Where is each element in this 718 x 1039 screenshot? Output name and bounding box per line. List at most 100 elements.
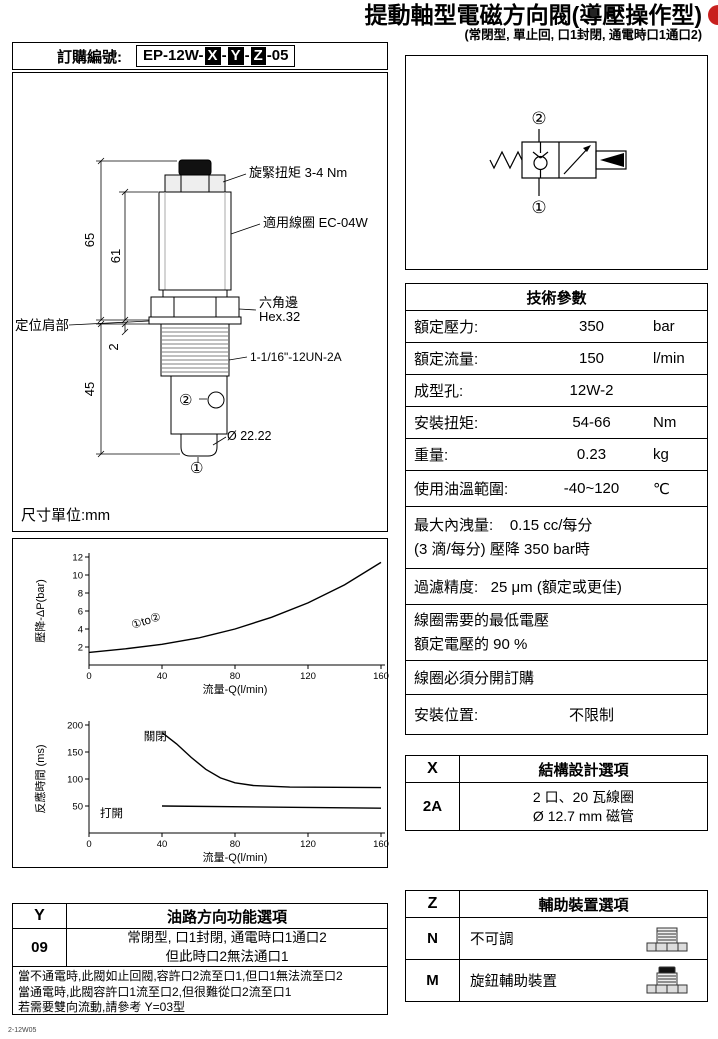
y-option-notes: 當不通電時,此閥如止回閥,容許口2流至口1,但口1無法流至口2 當通電時,此閥容… (13, 966, 387, 1018)
coil-label: 適用線圈 EC-04W (263, 215, 368, 230)
valve-dimension-drawing: 旋緊扭矩 3-4 Nm 適用線圈 EC-04W 六角邊 Hex.32 1-1/1… (15, 157, 368, 477)
hex-label-2: Hex.32 (259, 309, 300, 324)
diameter-label: Ø 22.22 (227, 429, 272, 443)
flow-function-options-table: Y 油路方向功能選項 09 常閉型, 口1封閉, 通電時口1通口2 但此時口2無… (12, 903, 388, 1015)
param-row: 成型孔: 12W-2 (406, 374, 707, 406)
param-row: 線圈需要的最低電壓 額定電壓的 90 % (406, 604, 707, 660)
dim-61: 61 (108, 249, 123, 263)
thread-label: 1-1/16"-12UN-2A (250, 350, 342, 364)
port2-marker: ② (179, 392, 192, 409)
symbol-port1: ① (531, 198, 546, 217)
param-row: 額定流量: 150 l/min (406, 342, 707, 374)
svg-text:80: 80 (230, 839, 241, 850)
param-row: 額定壓力: 350 bar (406, 310, 707, 342)
svg-text:120: 120 (300, 671, 316, 682)
x-option-row-key: 2A (406, 783, 460, 830)
svg-text:8: 8 (78, 589, 83, 600)
auxiliary-options-table: Z 輔助裝置選項 N 不可調 M 旋鈕輔助裝置 (405, 890, 708, 1002)
svg-text:160: 160 (373, 839, 389, 850)
svg-text:120: 120 (300, 839, 316, 850)
svg-text:壓降-ΔP(bar): 壓降-ΔP(bar) (33, 579, 47, 643)
title-block: 提動軸型電磁方向閥(導壓操作型) (常閉型, 單止回, 口1封閉, 通電時口1通… (365, 2, 702, 43)
x-option-row-line2: Ø 12.7 mm 磁管 (532, 807, 635, 824)
order-code-suffix: -05 (266, 47, 289, 64)
x-option-row: 2A 2 口、20 瓦線圈 Ø 12.7 mm 磁管 (406, 782, 707, 830)
y-option-header: 油路方向功能選項 (166, 908, 287, 926)
hex-label-1: 六角邊 (259, 295, 298, 310)
order-code-dash2: - (244, 47, 250, 64)
param-row: 線圈必須分開訂購 (406, 660, 707, 694)
svg-text:2: 2 (78, 643, 83, 654)
svg-text:12: 12 (72, 553, 83, 564)
fixed-adjustment-icon (646, 927, 688, 951)
hydraulic-symbol-box: ② ① (405, 55, 708, 270)
y-note-2: 當通電時,此閥容許口1流至口2,但很難從口2流至口1 (18, 984, 292, 999)
page-subtitle: (常閉型, 單止回, 口1封閉, 通電時口1通口2) (464, 28, 702, 43)
y-option-row: 09 常閉型, 口1封閉, 通電時口1通口2 但此時口2無法通口1 (13, 928, 387, 966)
dim-45: 45 (82, 382, 97, 396)
z-option-key: Z (406, 891, 460, 917)
svg-text:50: 50 (72, 802, 83, 813)
svg-text:0: 0 (86, 839, 91, 850)
port1-marker: ① (190, 460, 203, 477)
x-option-header: 結構設計選項 (538, 761, 629, 779)
svg-text:6: 6 (78, 607, 83, 618)
order-code-z: Z (250, 47, 266, 65)
symbol-port2: ② (531, 109, 546, 128)
order-code-prefix: EP-12W- (143, 47, 204, 64)
svg-text:80: 80 (230, 671, 241, 682)
dimension-unit-note: 尺寸單位:mm (21, 507, 111, 524)
brand-mark (708, 5, 718, 25)
svg-text:40: 40 (157, 839, 168, 850)
order-code-y: Y (227, 47, 244, 65)
z-option-row-m: M 旋鈕輔助裝置 (406, 959, 707, 1001)
x-option-row-line1: 2 口、20 瓦線圈 (532, 788, 635, 805)
svg-text:40: 40 (157, 671, 168, 682)
page-title: 提動軸型電磁方向閥(導壓操作型) (364, 2, 702, 28)
svg-text:反應時間 (ms): 反應時間 (ms) (33, 744, 47, 813)
order-code: EP-12W-X-Y-Z-05 (136, 45, 296, 67)
tech-params-table: 技術參數 額定壓力: 350 bar 額定流量: 150 l/min 成型孔: … (405, 283, 708, 735)
knob-adjustment-icon (646, 966, 688, 993)
svg-text:4: 4 (78, 625, 83, 636)
svg-text:200: 200 (67, 721, 83, 732)
svg-text:160: 160 (373, 671, 389, 682)
order-code-dash1: - (221, 47, 227, 64)
x-option-key: X (406, 756, 460, 782)
svg-text:10: 10 (72, 571, 83, 582)
order-label: 訂購編號: (57, 48, 122, 66)
param-row: 最大內洩量: 0.15 cc/每分 (3 滴/每分) 壓降 350 bar時 (406, 506, 707, 568)
param-row: 重量: 0.23 kg (406, 438, 707, 470)
hydraulic-symbol-diagram: ② ① (489, 109, 627, 217)
torque-label: 旋緊扭矩 3-4 Nm (249, 165, 347, 180)
param-row: 使用油溫範圍: -40~120 ℃ (406, 470, 707, 506)
svg-text:150: 150 (67, 748, 83, 759)
dim-65: 65 (82, 233, 97, 247)
z-option-header: 輔助裝置選項 (538, 896, 629, 914)
y-note-1: 當不通電時,此閥如止回閥,容許口2流至口1,但口1無法流至口2 (18, 969, 343, 983)
svg-text:0: 0 (86, 671, 91, 682)
param-row: 安裝扭矩: 54-66 Nm (406, 406, 707, 438)
svg-text:流量-Q(l/min): 流量-Q(l/min) (203, 850, 268, 864)
y-option-row-key: 09 (13, 929, 67, 966)
shoulder-label: 定位肩部 (15, 318, 69, 333)
svg-text:①to②: ①to② (130, 611, 162, 632)
structural-options-table: X 結構設計選項 2A 2 口、20 瓦線圈 Ø 12.7 mm 磁管 (405, 755, 708, 831)
svg-text:流量-Q(l/min): 流量-Q(l/min) (203, 682, 268, 696)
svg-text:關閉: 關閉 (144, 730, 167, 743)
valve-drawing-box: 旋緊扭矩 3-4 Nm 適用線圈 EC-04W 六角邊 Hex.32 1-1/1… (12, 72, 388, 532)
y-option-key: Y (13, 904, 67, 928)
svg-text:100: 100 (67, 775, 83, 786)
tech-params-title: 技術參數 (526, 289, 587, 307)
y-note-3: 若需要雙向流動,請參考 Y=03型 (18, 1000, 186, 1015)
param-row: 安裝位置: 不限制 (406, 694, 707, 734)
response-time-chart: 50 100 150 200 0 40 80 120 160 流量-Q(l/min) 反應時間 (m… (33, 721, 389, 865)
order-code-x: X (204, 47, 221, 65)
svg-text:打開: 打開 (100, 806, 123, 820)
z-option-row-n: N 不可調 (406, 917, 707, 959)
y-option-row-line2: 但此時口2無法通口1 (165, 948, 289, 964)
param-row: 過濾精度: 25 μm (額定或更佳) (406, 568, 707, 604)
dim-2: 2 (106, 343, 121, 350)
